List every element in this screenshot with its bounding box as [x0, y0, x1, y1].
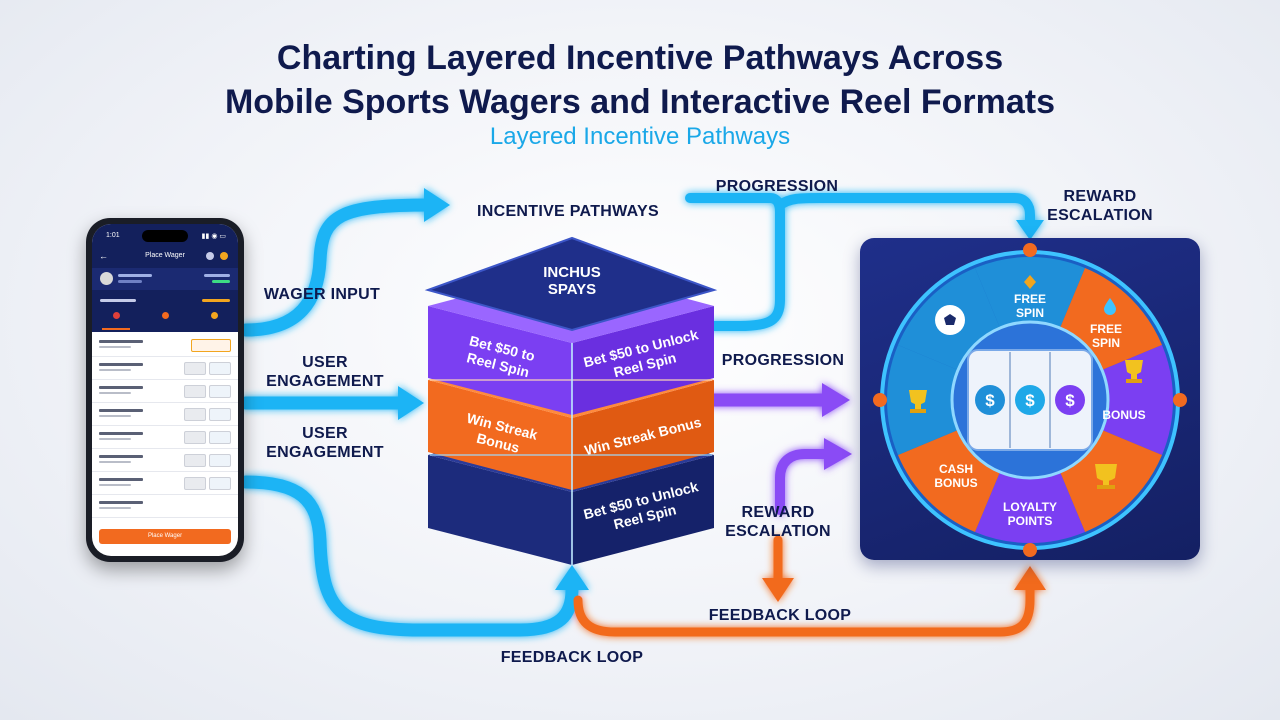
list-item[interactable] [92, 334, 238, 357]
list-item[interactable] [92, 357, 238, 380]
label-free-spin-top: FREE SPIN [1013, 292, 1046, 320]
profile-sub-line [118, 280, 142, 283]
label-reward-escalation-top: REWARD ESCALATION [1047, 188, 1153, 224]
status-time: 1:01 [106, 232, 120, 239]
wallet-icon[interactable] [206, 252, 214, 260]
reel-coin-2 [1015, 385, 1045, 415]
arrowhead-feedback-bottom [555, 565, 589, 590]
reel-symbol-2: $ [1025, 391, 1035, 410]
arrowhead-wager-input [424, 188, 450, 222]
list-item[interactable] [92, 449, 238, 472]
drop-icon [1104, 298, 1116, 315]
phone-notch [142, 230, 188, 242]
phone-header-area: 1:01 ▮▮ ◉ ▭ ← Place Wager [92, 224, 238, 332]
label-wager-input: WAGER INPUT [263, 286, 381, 303]
section-title-line [100, 299, 136, 302]
soccer-ball-icon [935, 305, 965, 335]
profile-name-line [118, 274, 152, 277]
stack-layer-navy-right [572, 455, 714, 565]
label-feedback-loop-bottom: FEEDBACK LOOP [500, 649, 644, 666]
label-user-engagement-2: USER ENGAGEMENT [266, 425, 384, 461]
reel-coin-1 [975, 385, 1005, 415]
wager-list [92, 334, 238, 518]
reel-wheel: $ $ $ [873, 243, 1187, 557]
trophy-icon [909, 390, 927, 413]
reel-symbol-3: $ [1065, 391, 1075, 410]
label-feedback-loop-right: FEEDBACK LOOP [708, 607, 852, 624]
reel-coin-3 [1055, 385, 1085, 415]
stack-layer-purple-right [572, 306, 714, 415]
list-item[interactable] [92, 403, 238, 426]
stack-cap-label: INCHUS SPAYS [543, 264, 601, 298]
phone-header-title: Place Wager [145, 252, 185, 259]
label-incentive-pathways: INCENTIVE PATHWAYS [476, 203, 660, 220]
section-link-line [202, 299, 230, 302]
place-wager-button[interactable]: Place Wager [99, 529, 231, 544]
arrowhead-reward-mid [824, 438, 852, 470]
stack-layer-purple-left [428, 306, 572, 415]
status-icons: ▮▮ ◉ ▭ [201, 233, 226, 240]
phone-mockup: 1:01 ▮▮ ◉ ▭ ← Place Wager [86, 218, 244, 562]
label-cash-bonus: CASH BONUS [934, 462, 978, 490]
arrowhead-progression-mid [822, 383, 850, 417]
label-user-engagement-1: USER ENGAGEMENT [266, 354, 384, 390]
arrow-progression-top [685, 193, 785, 331]
phone-tabs [92, 312, 238, 330]
arrow-reward-mid [775, 449, 835, 515]
profile-icon[interactable] [220, 252, 228, 260]
trophy-icon [1125, 360, 1143, 383]
avatar [100, 272, 113, 285]
label-bonus: BONUS [1102, 408, 1146, 422]
label-progression-top: PROGRESSION [715, 178, 839, 195]
arrowhead-reward-top [1016, 220, 1044, 240]
arrowhead-user-engagement [398, 386, 424, 420]
stack-layer-orange-left [428, 380, 572, 490]
reel-symbol-1: $ [985, 391, 995, 410]
subtitle: Layered Incentive Pathways [489, 123, 791, 150]
tab-2[interactable] [141, 312, 189, 330]
arrow-reward-top [775, 193, 1035, 230]
label-loyalty-points: LOYALTY POINTS [1002, 500, 1057, 528]
label-free-spin-right: FREE SPIN [1089, 322, 1122, 350]
label-progression-mid: PROGRESSION [721, 352, 845, 369]
rim-stud-right [1173, 393, 1187, 407]
rim-stud-bottom [1023, 543, 1037, 557]
list-item[interactable] [92, 495, 238, 518]
arrow-wager-input [239, 198, 437, 337]
title-line-1: Charting Layered Incentive Pathways Acro… [276, 39, 1004, 77]
rim-stud-left [873, 393, 887, 407]
stack-layer-navy-left [428, 455, 572, 565]
diamond-icon [1024, 275, 1036, 289]
arrow-feedback-orange [573, 577, 1035, 637]
incentive-stack [424, 236, 718, 565]
trophy-icon [1095, 464, 1117, 489]
list-item[interactable] [92, 380, 238, 403]
arrowhead-escalation-down [762, 578, 794, 602]
title-line-2: Mobile Sports Wagers and Interactive Ree… [224, 83, 1056, 121]
balance-value-line [212, 280, 230, 283]
rim-stud-top [1023, 243, 1037, 257]
tab-1[interactable] [92, 312, 140, 330]
back-icon[interactable]: ← [99, 251, 108, 261]
label-reward-escalation-mid: REWARD ESCALATION [725, 504, 831, 540]
arrow-feedback-bottom [239, 475, 579, 637]
stack-layer-orange-right [572, 380, 714, 490]
stack-cap [424, 236, 718, 332]
list-item[interactable] [92, 472, 238, 495]
arrowhead-feedback-orange [1014, 566, 1046, 590]
balance-line [204, 274, 230, 277]
tab-3[interactable] [190, 312, 238, 330]
list-item[interactable] [92, 426, 238, 449]
phone-screen: 1:01 ▮▮ ◉ ▭ ← Place Wager [92, 224, 238, 556]
profile-row [92, 268, 238, 290]
